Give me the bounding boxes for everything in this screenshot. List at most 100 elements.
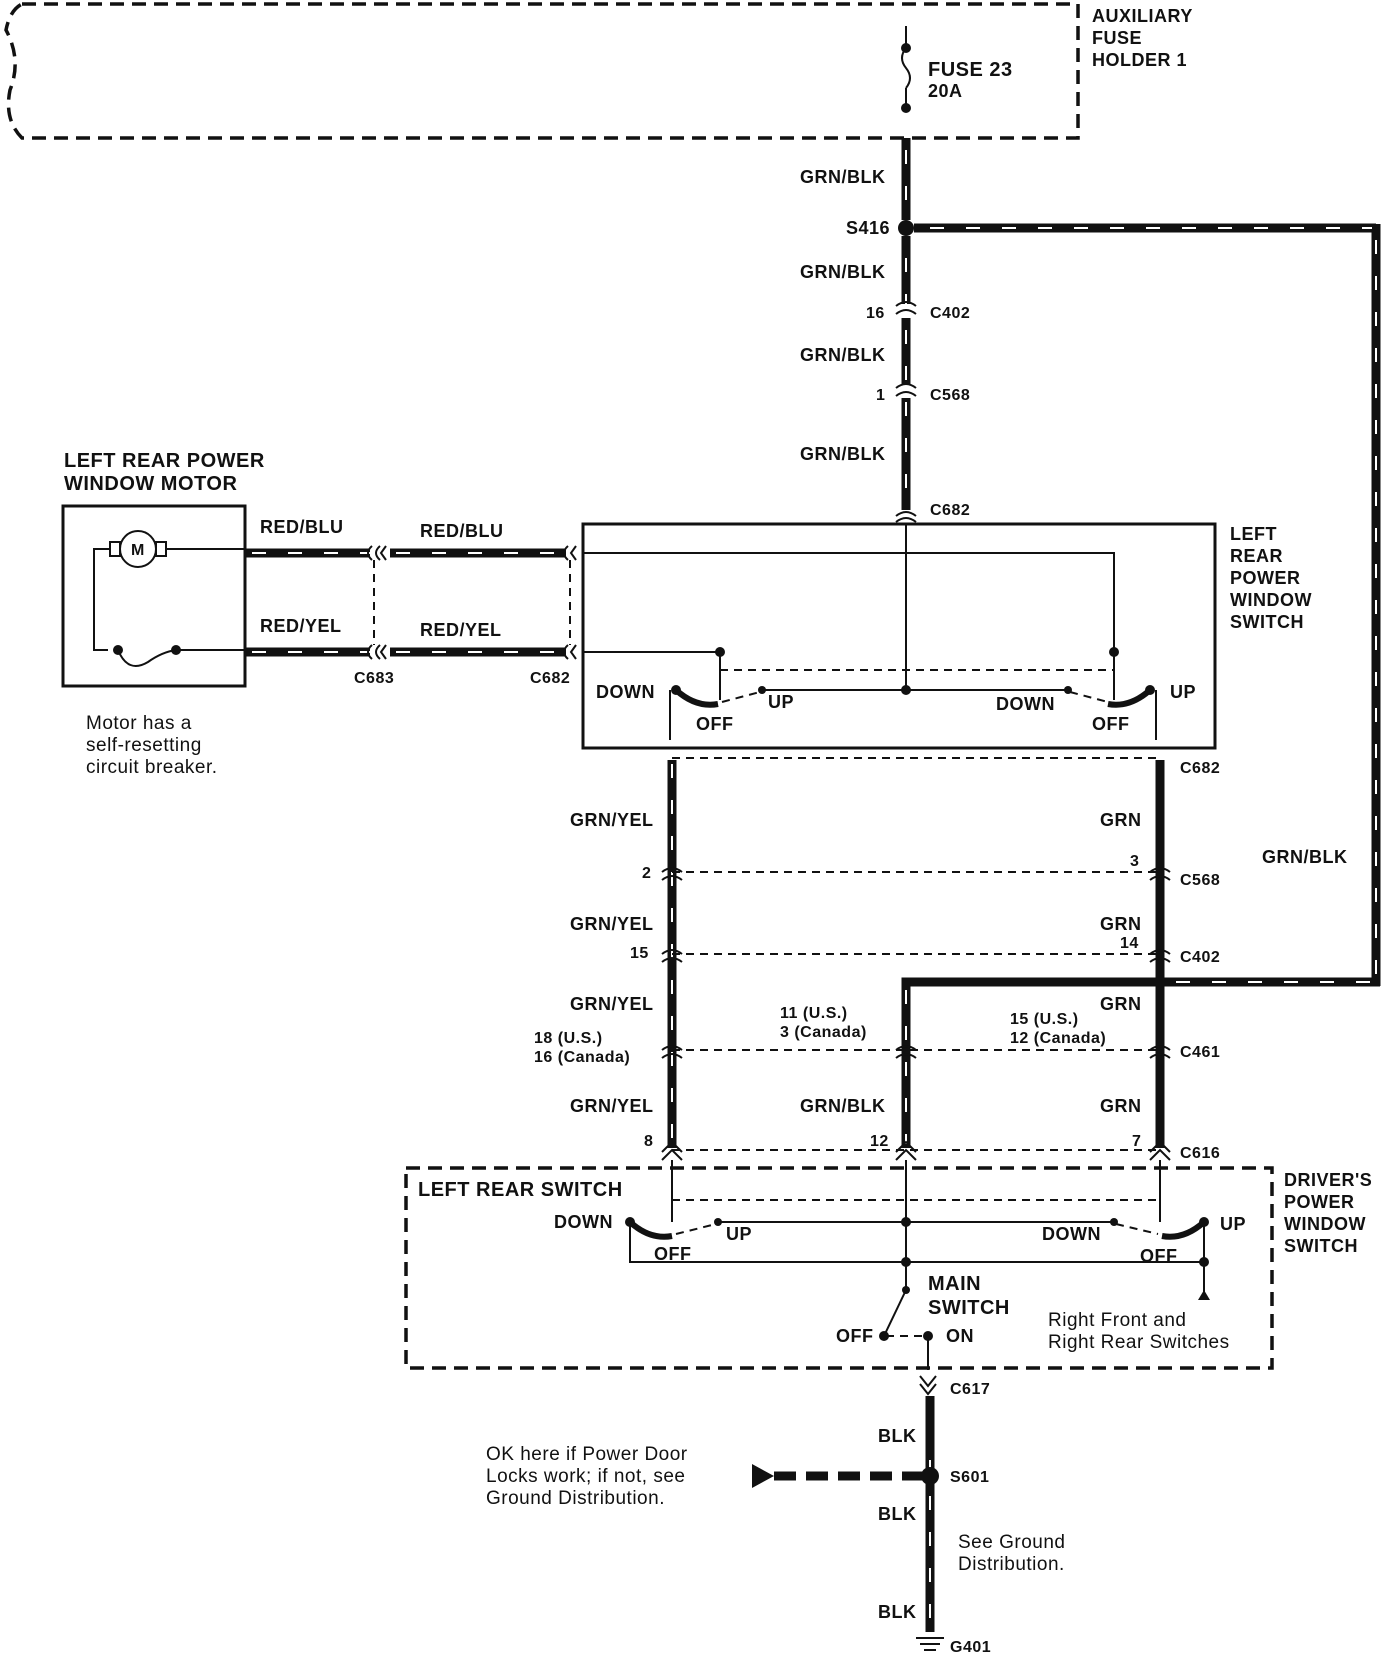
wire-label-grn-blk-1: GRN/BLK — [800, 167, 886, 187]
drivers-switch-up-right: UP — [1220, 1214, 1246, 1234]
wire-label-grn-blk-3: GRN/BLK — [800, 345, 886, 365]
motor-title-2: WINDOW MOTOR — [64, 473, 237, 495]
wire-label-grn-3: GRN — [1100, 994, 1142, 1014]
drivers-switch-title-1: DRIVER'S — [1284, 1170, 1372, 1190]
pin-c616-mid: 12 — [870, 1133, 889, 1150]
splice-s601-dot — [921, 1467, 939, 1485]
lr-switch-title-4: WINDOW — [1230, 590, 1312, 610]
pin-c402-left: 15 — [630, 945, 649, 962]
connector-c402-label-bottom: C402 — [1180, 949, 1220, 966]
motor-note-1: Motor has a — [86, 713, 192, 734]
main-switch-label-1: MAIN — [928, 1273, 981, 1295]
pin-c568-left: 2 — [642, 865, 651, 882]
connector-c682-label-bottom: C682 — [1180, 760, 1220, 777]
splice-s416-dot — [898, 220, 914, 236]
wire-label-grn-4: GRN — [1100, 1096, 1142, 1116]
left-rear-switch-label: LEFT REAR SWITCH — [418, 1179, 623, 1201]
right-switches-note-1: Right Front and — [1048, 1310, 1186, 1331]
connector-c683-label: C683 — [354, 670, 394, 687]
pin-c616-right: 7 — [1132, 1133, 1141, 1150]
fuse-rating: 20A — [928, 81, 963, 101]
wire-label-grn-blk-mid: GRN/BLK — [800, 1096, 886, 1116]
ground-note-ok-2: Locks work; if not, see — [486, 1466, 685, 1487]
wire-label-red-blu-2: RED/BLU — [420, 521, 504, 541]
connector-c568-top: 1 C568 — [876, 383, 970, 404]
wire-label-red-blu-1: RED/BLU — [260, 517, 344, 537]
drivers-switch-title-4: SWITCH — [1284, 1236, 1358, 1256]
drivers-switch-box — [404, 1166, 1274, 1370]
pin-c461-left-us: 18 (U.S.) — [534, 1030, 603, 1047]
fuse-holder-label-3: HOLDER 1 — [1092, 50, 1187, 70]
connector-c682-label-top: C682 — [930, 502, 970, 519]
lr-switch-off-left: OFF — [696, 714, 734, 734]
lr-switch-box — [581, 522, 1217, 750]
wire-label-grn-yel-3: GRN/YEL — [570, 994, 654, 1014]
main-switch-off: OFF — [836, 1326, 874, 1346]
motor-title-1: LEFT REAR POWER — [64, 450, 265, 472]
drivers-window-switch: DRIVER'S POWER WINDOW SWITCH LEFT REAR S… — [404, 1160, 1372, 1370]
auxiliary-fuse-holder: AUXILIARY FUSE HOLDER 1 — [4, 2, 1193, 140]
wire-label-blk-2: BLK — [878, 1504, 917, 1524]
splice-s416-label: S416 — [846, 218, 890, 238]
wire-label-grn-blk-2: GRN/BLK — [800, 262, 886, 282]
drivers-switch-off-left: OFF — [654, 1244, 692, 1264]
ground-icon — [916, 1637, 944, 1651]
drivers-switch-up-left: UP — [726, 1224, 752, 1244]
pin-c461-right-us: 15 (U.S.) — [1010, 1011, 1079, 1028]
ground-note-see-2: Distribution. — [958, 1554, 1065, 1575]
lr-switch-down-right: DOWN — [996, 694, 1055, 714]
ground-note-ok-1: OK here if Power Door — [486, 1444, 688, 1465]
wire-label-grn-yel-4: GRN/YEL — [570, 1096, 654, 1116]
main-switch-on: ON — [946, 1326, 974, 1346]
connector-c461-label: C461 — [1180, 1044, 1220, 1061]
connector-c568-label-top: C568 — [930, 387, 970, 404]
drivers-switch-off-right: OFF — [1140, 1246, 1178, 1266]
motor-note-2: self-resetting — [86, 735, 202, 756]
fuse-holder-label-1: AUXILIARY — [1092, 6, 1193, 26]
connector-c616-label: C616 — [1180, 1145, 1220, 1162]
fuse-name: FUSE 23 — [928, 59, 1013, 81]
main-switch-label-2: SWITCH — [928, 1297, 1010, 1319]
wire-label-blk-1: BLK — [878, 1426, 917, 1446]
drivers-switch-title-2: POWER — [1284, 1192, 1355, 1212]
motor-box — [61, 504, 247, 688]
fuse-23: FUSE 23 20A — [901, 26, 1013, 113]
lr-switch-off-right: OFF — [1092, 714, 1130, 734]
wire-label-red-yel-2: RED/YEL — [420, 620, 502, 640]
connector-c568-label-bottom: C568 — [1180, 872, 1220, 889]
lr-switch-title-3: POWER — [1230, 568, 1301, 588]
lr-switch-title-1: LEFT — [1230, 524, 1277, 544]
wire-label-grn-yel-1: GRN/YEL — [570, 810, 654, 830]
drivers-switch-title-3: WINDOW — [1284, 1214, 1366, 1234]
drivers-switch-down-right: DOWN — [1042, 1224, 1101, 1244]
right-switches-note-2: Right Rear Switches — [1048, 1332, 1230, 1353]
lr-switch-up-right: UP — [1170, 682, 1196, 702]
fuse-holder-label-2: FUSE — [1092, 28, 1142, 48]
motor-wires: RED/BLU RED/BLU RED/YEL RED/YEL C683 C68… — [245, 517, 577, 687]
drivers-switch-down-left: DOWN — [554, 1212, 613, 1232]
pin-c461-right-ca: 12 (Canada) — [1010, 1030, 1106, 1047]
lower-harness: GRN/YEL GRN/YEL GRN/YEL GRN/YEL GRN GRN … — [534, 757, 1220, 1162]
wire-label-grn-blk-4: GRN/BLK — [800, 444, 886, 464]
wire-label-red-yel-1: RED/YEL — [260, 616, 342, 636]
wire-label-grn-yel-2: GRN/YEL — [570, 914, 654, 934]
pin-c461-left-ca: 16 (Canada) — [534, 1049, 630, 1066]
ground-note-see-1: See Ground — [958, 1532, 1065, 1553]
ground-path: C617 S601 BLK BLK BLK OK here if Power D… — [486, 1375, 1065, 1656]
pin-c568-right: 3 — [1130, 853, 1139, 870]
connector-c682-label-motor: C682 — [530, 670, 570, 687]
motor-symbol-label: M — [131, 542, 145, 559]
wire-label-grn-blk-right: GRN/BLK — [1262, 847, 1348, 867]
left-rear-window-motor: LEFT REAR POWER WINDOW MOTOR M Motor has… — [61, 450, 265, 778]
motor-note-3: circuit breaker. — [86, 757, 218, 778]
pin-c568-top: 1 — [876, 387, 885, 404]
wire-label-grn-1: GRN — [1100, 810, 1142, 830]
left-rear-window-switch: LEFT REAR POWER WINDOW SWITCH DOWN UP OF… — [581, 522, 1312, 750]
connector-c682-top: C682 — [895, 502, 970, 523]
wire-label-grn-2: GRN — [1100, 914, 1142, 934]
ground-note-ok-3: Ground Distribution. — [486, 1488, 665, 1509]
ground-g401-label: G401 — [950, 1639, 991, 1656]
pin-c461-mid-us: 11 (U.S.) — [780, 1005, 848, 1022]
grn-blk-trunk: GRN/BLK S416 GRN/BLK GRN/BLK GRN/BLK — [800, 138, 914, 510]
splice-s601-label: S601 — [950, 1469, 989, 1486]
